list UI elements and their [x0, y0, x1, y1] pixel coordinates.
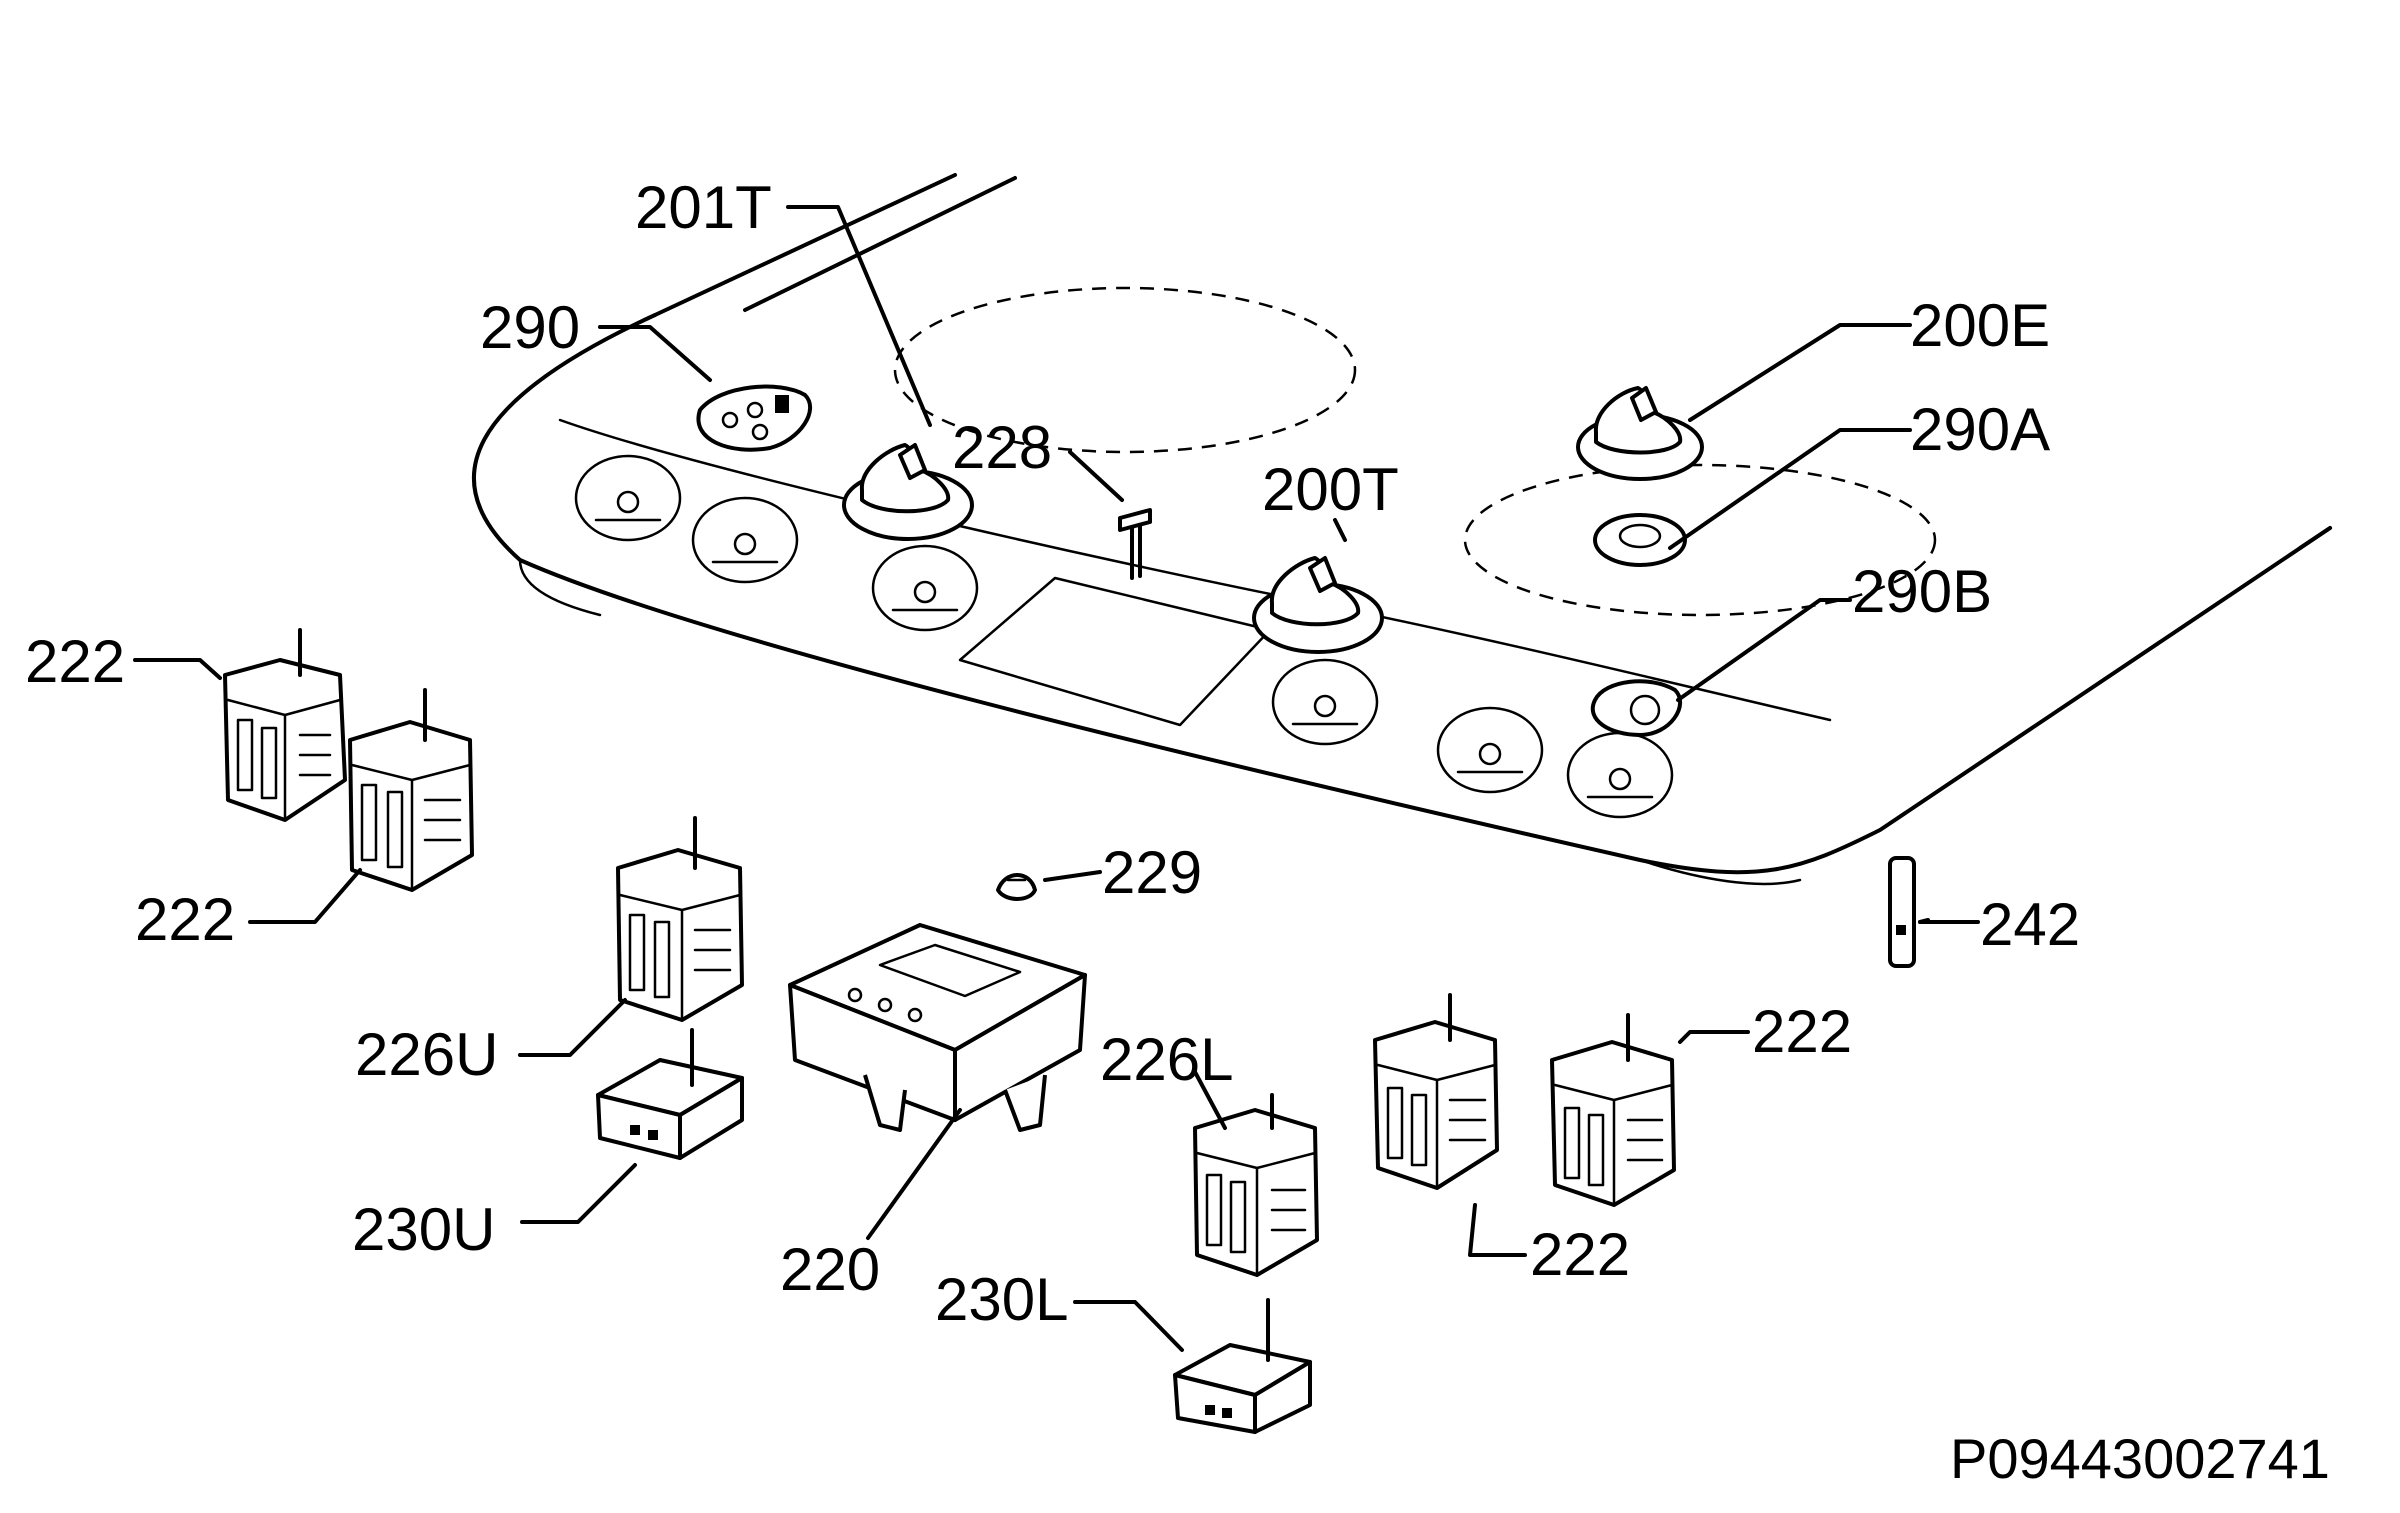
knob-200T [1252, 556, 1384, 654]
plate-290 [696, 384, 812, 452]
knob-recess [1566, 731, 1674, 819]
callout-200T: 200T [1262, 456, 1399, 523]
callout-290: 290 [480, 294, 580, 361]
callout-220: 220 [780, 1236, 880, 1303]
clip-229 [996, 873, 1037, 901]
callout-labels: 201T 290 228 200T 200E 290A 290B 222 222… [25, 174, 2080, 1333]
plate-290B [1590, 679, 1682, 737]
callout-290A: 290A [1910, 396, 2050, 463]
knob-200E [1576, 386, 1704, 481]
knob-recess [691, 496, 799, 584]
switch-226L [1193, 1093, 1319, 1277]
callout-242: 242 [1980, 891, 2080, 958]
switch-222 [1373, 993, 1499, 1190]
leader-lines [133, 205, 1980, 1352]
callout-222: 222 [135, 886, 235, 953]
callout-222: 222 [25, 628, 125, 695]
switch-222 [223, 628, 347, 822]
diagram-part-number: P09443002741 [1950, 1427, 2330, 1490]
callout-229: 229 [1102, 839, 1202, 906]
switch-222 [348, 688, 474, 892]
knob-recess [1436, 706, 1544, 794]
switch-226U [616, 816, 744, 1022]
ring-290A [1593, 513, 1687, 567]
callout-226L: 226L [1100, 1026, 1233, 1093]
callout-201T: 201T [635, 174, 772, 241]
display-module-220 [788, 923, 1087, 1132]
callout-226U: 226U [355, 1021, 498, 1088]
switch-222 [1550, 1013, 1676, 1207]
timer-230U [596, 1028, 744, 1160]
knob-recess [1271, 658, 1379, 746]
callout-230U: 230U [352, 1196, 495, 1263]
callout-222: 222 [1752, 998, 1852, 1065]
knob-201T [842, 443, 974, 541]
timer-230L [1173, 1298, 1312, 1434]
knob-recess [574, 454, 682, 542]
callout-290B: 290B [1852, 558, 1992, 625]
control-panel [471, 173, 2332, 886]
fuse-242 [1888, 856, 1916, 968]
callout-200E: 200E [1910, 292, 2050, 359]
callout-222: 222 [1530, 1221, 1630, 1288]
screw-228 [1118, 508, 1152, 580]
callout-230L: 230L [935, 1266, 1068, 1333]
callout-228: 228 [952, 414, 1052, 481]
knob-recess [871, 544, 979, 632]
